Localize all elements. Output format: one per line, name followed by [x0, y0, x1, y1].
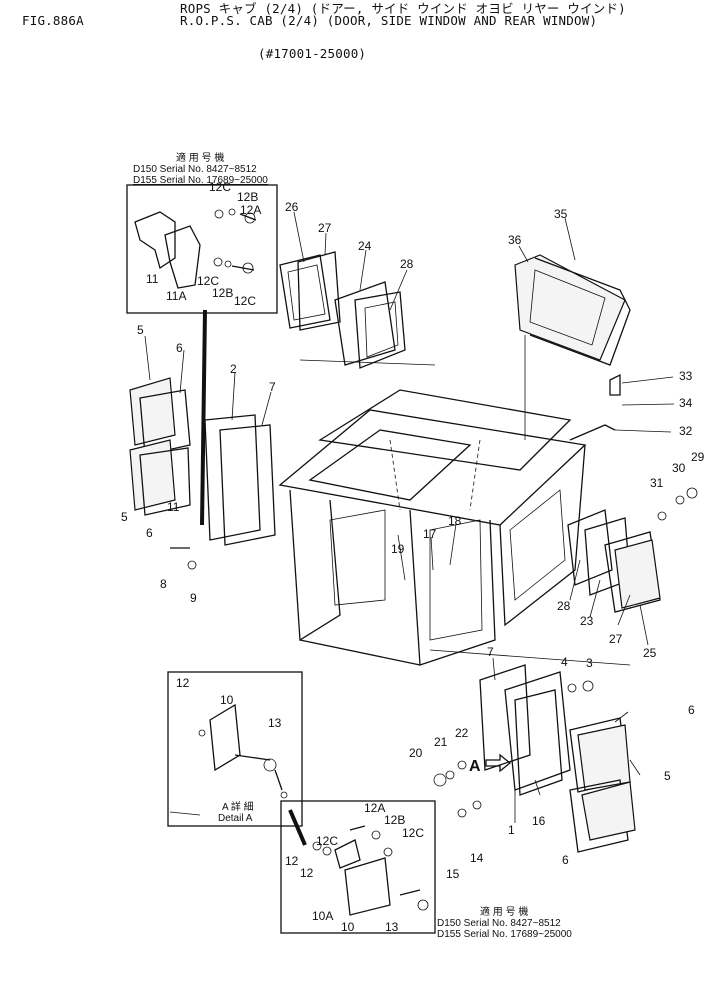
callout-6: 6 [562, 853, 569, 867]
callout-28: 28 [557, 599, 571, 613]
callout-34: 34 [679, 396, 693, 410]
callout-12C: 12C [234, 294, 257, 308]
callout-2: 2 [230, 362, 237, 376]
callout-12A: 12A [364, 801, 386, 815]
callout-11A: 11A [166, 289, 187, 303]
bottom-note-line2: D155 Serial No. 17689~25000 [437, 929, 572, 940]
callout-18: 18 [448, 514, 462, 528]
callout-15: 15 [446, 867, 460, 881]
callout-23: 23 [580, 614, 594, 628]
callout-12C: 12C [197, 274, 220, 288]
callout-27: 27 [318, 221, 332, 235]
callout-24: 24 [358, 239, 372, 253]
leader-lines [144, 211, 675, 823]
bottom-note-line1: D150 Serial No. 8427~8512 [437, 918, 561, 929]
callout-6: 6 [176, 341, 183, 355]
callout-10: 10 [341, 920, 355, 934]
callout-12B: 12B [212, 286, 234, 300]
callout-25: 25 [643, 646, 657, 660]
callout-12B: 12B [384, 813, 406, 827]
callout-36: 36 [508, 233, 522, 247]
callout-12B: 12B [237, 190, 259, 204]
bottom-note-heading: 適 用 号 機 [480, 907, 529, 918]
callout-28: 28 [400, 257, 414, 271]
callout-32: 32 [679, 424, 693, 438]
door-lock-assembly-upper [134, 208, 257, 289]
top-note-line2: D155 Serial No. 17689~25000 [133, 175, 268, 186]
callout-13: 13 [268, 716, 282, 730]
callout-33: 33 [679, 369, 693, 383]
callout-31: 31 [650, 476, 664, 490]
callout-17: 17 [423, 527, 437, 541]
door-lock-assembly-lower [288, 809, 429, 916]
callout-14: 14 [470, 851, 484, 865]
callout-6: 6 [146, 526, 153, 540]
callout-13: 13 [385, 920, 399, 934]
callout-5: 5 [664, 769, 671, 783]
callout-11: 11 [146, 272, 159, 286]
callout-29: 29 [691, 450, 705, 464]
callout-12: 12 [176, 676, 190, 690]
callout-7: 7 [269, 380, 276, 394]
view-arrow-label: A [469, 758, 481, 775]
top-note-line1: D150 Serial No. 8427~8512 [133, 164, 257, 175]
callout-35: 35 [554, 207, 568, 221]
cab-body [278, 389, 587, 666]
callout-8: 8 [160, 577, 167, 591]
callout-6: 6 [688, 703, 695, 717]
detail-a-box [167, 671, 303, 827]
figure-number: FIG.886A [22, 13, 84, 28]
side-windows-24-26-27-28 [279, 251, 406, 369]
small-hardware [170, 373, 698, 818]
callout-9: 9 [190, 591, 197, 605]
callout-12: 12 [300, 866, 314, 880]
callout-1: 1 [508, 823, 515, 837]
callout-12C: 12C [316, 834, 339, 848]
title-english: R.O.P.S. CAB (2/4) (DOOR, SIDE WINDOW AN… [180, 13, 598, 28]
callout-7: 7 [487, 645, 494, 659]
callout-10A: 10A [312, 909, 334, 923]
rear-window-35-36 [514, 254, 631, 366]
view-arrow-a [485, 753, 512, 773]
callout-16: 16 [532, 814, 546, 828]
callout-5: 5 [121, 510, 128, 524]
detail-a-label-en: Detail A [218, 813, 253, 824]
door-windows-right-23-25-27-28 [567, 509, 661, 613]
door-windows-left-2-5-6-7 [129, 309, 276, 546]
callout-26: 26 [285, 200, 299, 214]
top-detail-box [126, 184, 278, 314]
callout-11: 11 [167, 500, 180, 514]
callout-12A: 12A [240, 203, 262, 217]
callout-4: 4 [561, 655, 568, 669]
callout-12C: 12C [402, 826, 425, 840]
top-note-heading: 適 用 号 機 [176, 153, 225, 164]
callout-3: 3 [586, 656, 593, 670]
callout-5: 5 [137, 323, 144, 337]
callout-10: 10 [220, 693, 234, 707]
callout-12: 12 [285, 854, 299, 868]
callout-21: 21 [434, 735, 448, 749]
callout-20: 20 [409, 746, 423, 760]
door-assembly-lower-right [479, 664, 636, 853]
callout-22: 22 [455, 726, 469, 740]
detail-a-label-jp: A 詳 細 [222, 802, 254, 813]
title-japanese: ROPS キャブ (2/4) (ドアー, サイド ウインド オヨビ リヤー ウイ… [180, 1, 626, 16]
serial-range: (#17001-25000) [258, 46, 367, 61]
callout-19: 19 [391, 542, 405, 556]
callout-12C: 12C [209, 180, 232, 194]
callout-27: 27 [609, 632, 623, 646]
callout-30: 30 [672, 461, 686, 475]
bottom-detail-box [280, 800, 436, 934]
detail-a-latch [198, 703, 288, 799]
